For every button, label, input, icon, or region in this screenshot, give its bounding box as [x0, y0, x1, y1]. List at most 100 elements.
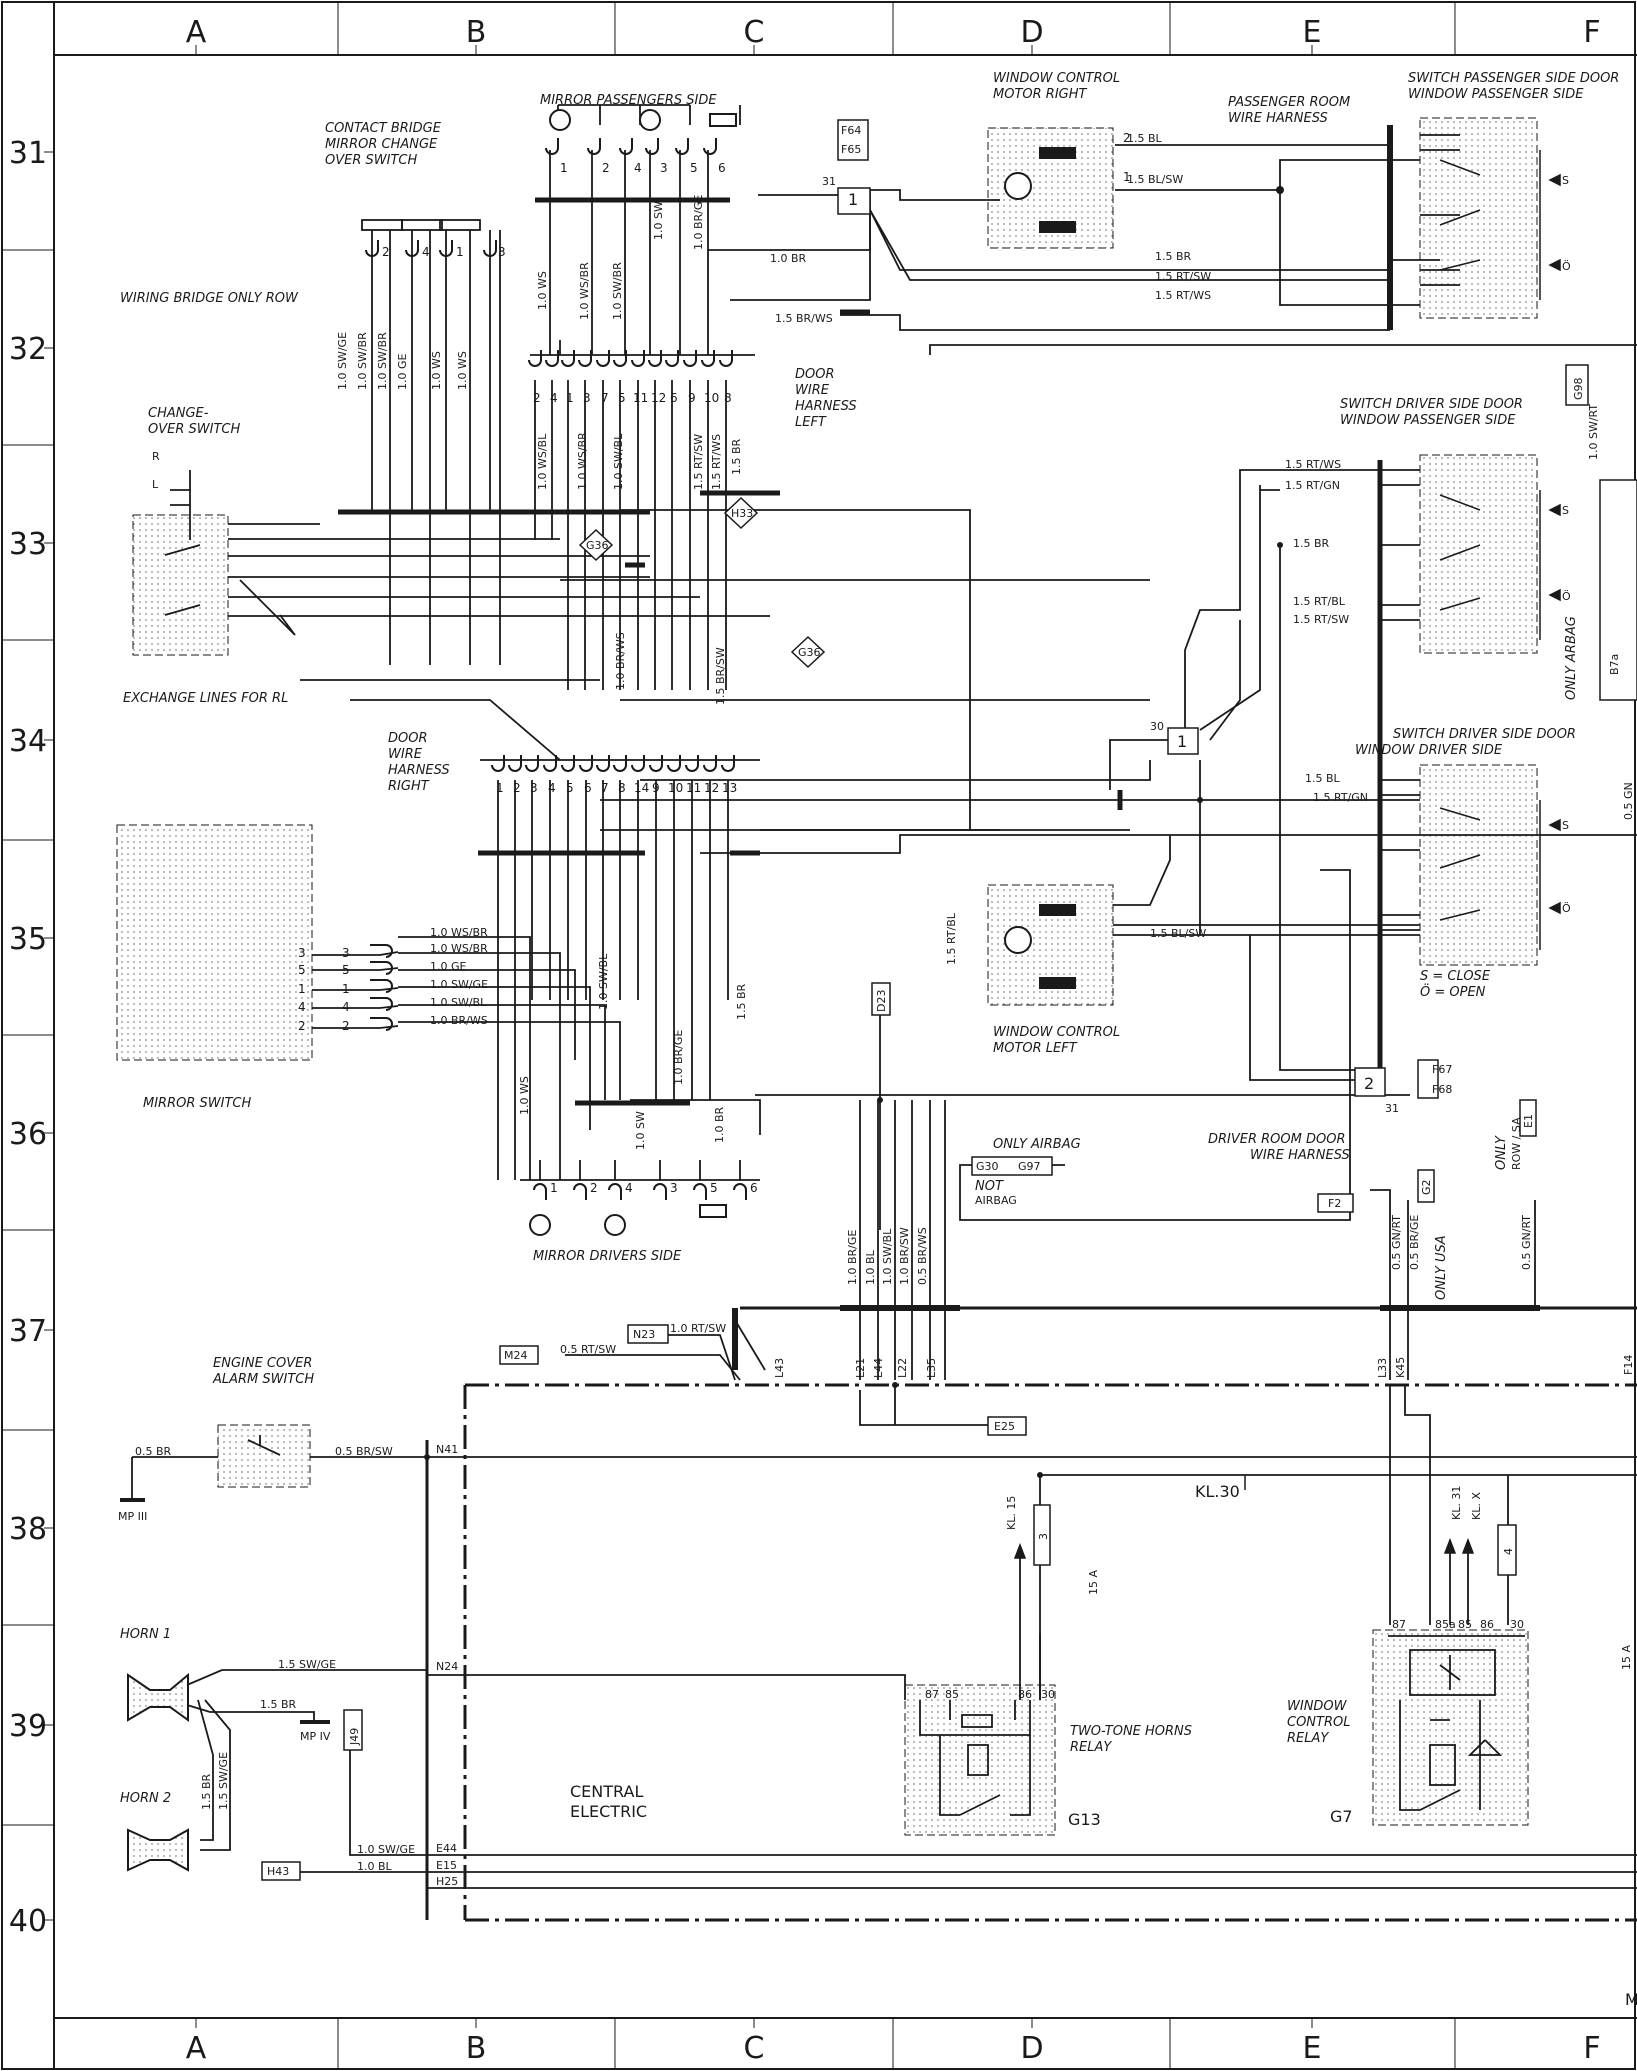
- conn-pin: N41: [436, 1443, 458, 1456]
- conn-pin: L44: [872, 1358, 885, 1378]
- engine-switch-box: [217, 1424, 311, 1488]
- pass-room-harness-title: WIRE HARNESS: [1228, 111, 1328, 126]
- lh-pin: 6: [670, 391, 678, 405]
- wires: [120, 104, 1637, 1922]
- pin-symbols: [365, 138, 747, 1200]
- switch-drv-pass-box: [1419, 454, 1538, 654]
- ref-n23: N23: [633, 1328, 655, 1341]
- wire-label: 0.5 GN/RT: [1390, 1215, 1403, 1270]
- conn-pin: L22: [896, 1358, 909, 1378]
- ms-pin: 2: [342, 1019, 350, 1033]
- conn-pin: H25: [436, 1875, 458, 1888]
- switch-o-label: Ö: [1562, 260, 1571, 273]
- ms-pin: 1: [298, 982, 306, 996]
- rh-pin: 5: [566, 781, 574, 795]
- wire-label: 1.0 SW/BR: [611, 262, 624, 320]
- conn-pin: K45: [1394, 1357, 1407, 1378]
- change-over-title: CHANGE-: [148, 406, 209, 421]
- mp-pin: 5: [690, 161, 698, 175]
- g13-label: G13: [1068, 1810, 1101, 1829]
- wire-label: 0.5 BR/WS: [916, 1227, 929, 1285]
- door-harness-right-title: DOOR: [388, 731, 428, 746]
- mp-pin: 3: [660, 161, 668, 175]
- wire-label: 1.0 BR/GE: [846, 1230, 859, 1285]
- ref-m24: M24: [504, 1349, 528, 1362]
- horn-2-icon: [127, 1828, 189, 1872]
- col-header-top: A: [186, 15, 207, 50]
- cb-pin: 4: [422, 245, 430, 259]
- ref-h43: H43: [267, 1865, 289, 1878]
- switch-drv-drv-title: WINDOW DRIVER SIDE: [1355, 743, 1503, 758]
- row-headers: 31 32 33 34 35 36 37 38 39 40: [9, 136, 47, 1939]
- node-31b: 31: [1385, 1102, 1399, 1115]
- junctions: [424, 142, 1393, 1478]
- col-header-bottom: A: [186, 2031, 207, 2066]
- fuse-4: 4: [1502, 1548, 1515, 1555]
- wire-label: 1.5 RT/WS: [1285, 458, 1341, 471]
- mp4-label: MP IV: [300, 1730, 331, 1743]
- component-boxes: [116, 117, 1538, 1836]
- wire-label: 1.0 BL: [357, 1860, 393, 1873]
- rh-pin: 12: [704, 781, 719, 795]
- ref-b7a: B7a: [1608, 654, 1621, 675]
- central-electric-label: ELECTRIC: [570, 1802, 647, 1821]
- change-over-title: OVER SWITCH: [148, 422, 240, 437]
- ref-f67: F67: [1432, 1063, 1452, 1076]
- wire-label: 1.0 BL: [864, 1249, 877, 1285]
- motor-right-title: WINDOW CONTROL: [993, 71, 1120, 86]
- col-header-top: F: [1583, 15, 1600, 50]
- cb-pin: 2: [382, 245, 390, 259]
- fuse-15a-label: 15 A: [1087, 1570, 1100, 1595]
- wire-label: 1.0 GE: [430, 960, 467, 973]
- wire-label: 1.5 BR: [260, 1698, 297, 1711]
- mirror-drv-motor-2-icon: [604, 1214, 626, 1236]
- row-header: 40: [9, 1904, 47, 1939]
- wire-label: 0.5 RT/SW: [560, 1343, 616, 1356]
- wire-label: 1.5 BL/SW: [1127, 173, 1183, 186]
- mirror-pass-motor-1-icon: [549, 109, 571, 131]
- switch-pass-box: [1419, 117, 1538, 319]
- wire-label: 1.0 WS/BR: [430, 926, 488, 939]
- lh-pin: 12: [651, 391, 666, 405]
- switch-pass-title: SWITCH PASSENGER SIDE DOOR: [1408, 71, 1619, 86]
- node-2: 2: [1364, 1074, 1374, 1093]
- fuse-15a-label-right: 15 A: [1620, 1645, 1633, 1670]
- col-header-bottom: C: [744, 2031, 765, 2066]
- motor-right-title: MOTOR RIGHT: [993, 87, 1088, 102]
- wire-label: 1.0 WS/BR: [430, 942, 488, 955]
- wire-label: 1.0 BR/GE: [672, 1030, 685, 1085]
- wire-label: 1.0 WS: [536, 271, 549, 310]
- conn-pin: L43: [773, 1358, 786, 1378]
- g7-label: G7: [1330, 1807, 1353, 1826]
- relay-pin: 87: [925, 1688, 939, 1701]
- wire-label: 1.0 SW/BR: [356, 332, 369, 390]
- mirror-drv-motor-1-icon: [529, 1214, 551, 1236]
- wire-label: 1.0 SW/BL: [612, 433, 625, 490]
- wcr-pin: 86: [1480, 1618, 1494, 1631]
- kl30-label: KL.30: [1195, 1482, 1240, 1501]
- ms-pin: 5: [298, 963, 306, 977]
- s-close-legend: S = CLOSE: [1420, 969, 1491, 984]
- ref-g2: G2: [1420, 1179, 1433, 1195]
- relay-pin: 30: [1041, 1688, 1055, 1701]
- lh-pin: 7: [601, 391, 609, 405]
- wire-label: 1.0 SW/BL: [430, 996, 487, 1009]
- two-tone-relay-title: RELAY: [1070, 1740, 1112, 1755]
- driver-room-harness-title: DRIVER ROOM DOOR: [1208, 1132, 1346, 1147]
- wire-label: 1.0 SW/BL: [881, 1228, 894, 1285]
- lh-pin: 9: [688, 391, 696, 405]
- horn2-label: HORN 2: [120, 1791, 171, 1806]
- wire-label: 0.5 BR/GE: [1408, 1215, 1421, 1270]
- fuse-3: 3: [1037, 1533, 1050, 1540]
- wire-label: 1.0 SW/GE: [336, 332, 349, 390]
- md-pin: 1: [550, 1181, 558, 1195]
- klx-label: KL. X: [1470, 1492, 1483, 1520]
- window-relay-title: WINDOW: [1287, 1699, 1348, 1714]
- wire-label: 1.0 SW/GE: [430, 978, 488, 991]
- wire-label: 1.5 BL: [1127, 132, 1163, 145]
- switch-drv-pass-title: SWITCH DRIVER SIDE DOOR: [1340, 397, 1523, 412]
- rh-pin: 7: [601, 781, 609, 795]
- mirror-passengers-title: MIRROR PASSENGERS SIDE: [540, 93, 717, 108]
- wiring-bridge-title: WIRING BRIDGE ONLY ROW: [120, 291, 299, 306]
